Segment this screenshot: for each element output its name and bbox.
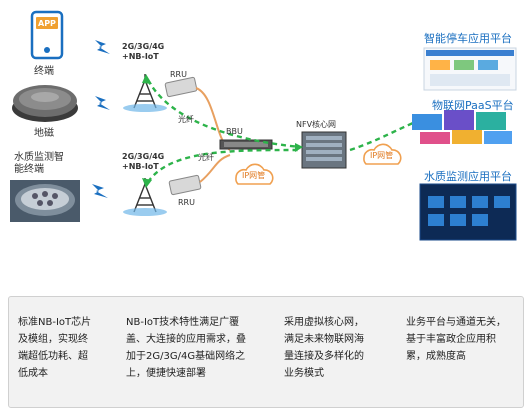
water-monitor-icon <box>10 180 80 222</box>
fiber-top-label: 光纤 <box>178 115 194 124</box>
ip-cloud-left-icon <box>235 163 274 185</box>
radio-top-label: 2G/3G/4G +NB-IoT <box>122 42 165 61</box>
rru-top-label: RRU <box>170 70 187 79</box>
rru-bottom-device <box>168 174 202 196</box>
fiber-bottom-label: 光纤 <box>198 153 214 162</box>
bbu-device <box>219 139 273 150</box>
core-network-label: NFV核心网 <box>296 120 337 129</box>
terminal-label: 终端 <box>34 66 54 77</box>
rru-bottom-label: RRU <box>178 198 195 207</box>
water-terminal-label: 水质监测智 能终端 <box>14 152 64 175</box>
description-panel <box>8 296 524 408</box>
radio-bottom-label: 2G/3G/4G +NB-IoT <box>122 152 165 171</box>
cell-tower-top-icon <box>133 74 157 109</box>
desc-technology: NB-IoT技术特性满足广覆 盖、大连接的应用需求，叠 加于2G/3G/4G基础… <box>126 317 246 379</box>
wireless-signal-icon <box>92 40 110 198</box>
desc-core-network: 采用虚拟核心网， 满足未来物联网海 量连接及多样化的 业务模式 <box>284 317 364 379</box>
parking-platform-label: 智能停车应用平台 <box>424 32 512 45</box>
bbu-label: BBU <box>226 127 243 136</box>
rru-top-device <box>164 76 198 98</box>
water-platform-screenshot <box>419 183 517 241</box>
geomagnetic-sensor-icon <box>12 85 78 122</box>
fiber-bottom-line <box>199 154 231 183</box>
tower-bottom-base <box>123 208 167 216</box>
paas-platform-label: 物联网PaaS平台 <box>432 99 514 112</box>
parking-platform-screenshot <box>423 47 517 91</box>
desc-platform: 业务平台与通道无关， 基于丰富政企应用积 累，成熟度高 <box>406 317 506 362</box>
ip-cloud-right-icon <box>363 143 402 165</box>
desc-chip: 标准NB-IoT芯片 及模组，实现终 端超低功耗、超 低成本 <box>18 317 92 379</box>
ip-right-label: IP网管 <box>370 151 394 160</box>
app-badge: APP <box>38 19 56 28</box>
phone-icon <box>30 10 64 60</box>
geomagnetic-label: 地磁 <box>34 128 54 139</box>
paas-platform-graphic <box>412 110 512 144</box>
water-platform-label: 水质监测应用平台 <box>424 170 512 183</box>
tower-top-base <box>123 104 167 112</box>
ip-left-label: IP网管 <box>242 171 266 180</box>
data-flow-arrows <box>146 79 426 183</box>
core-network-server <box>301 131 347 169</box>
